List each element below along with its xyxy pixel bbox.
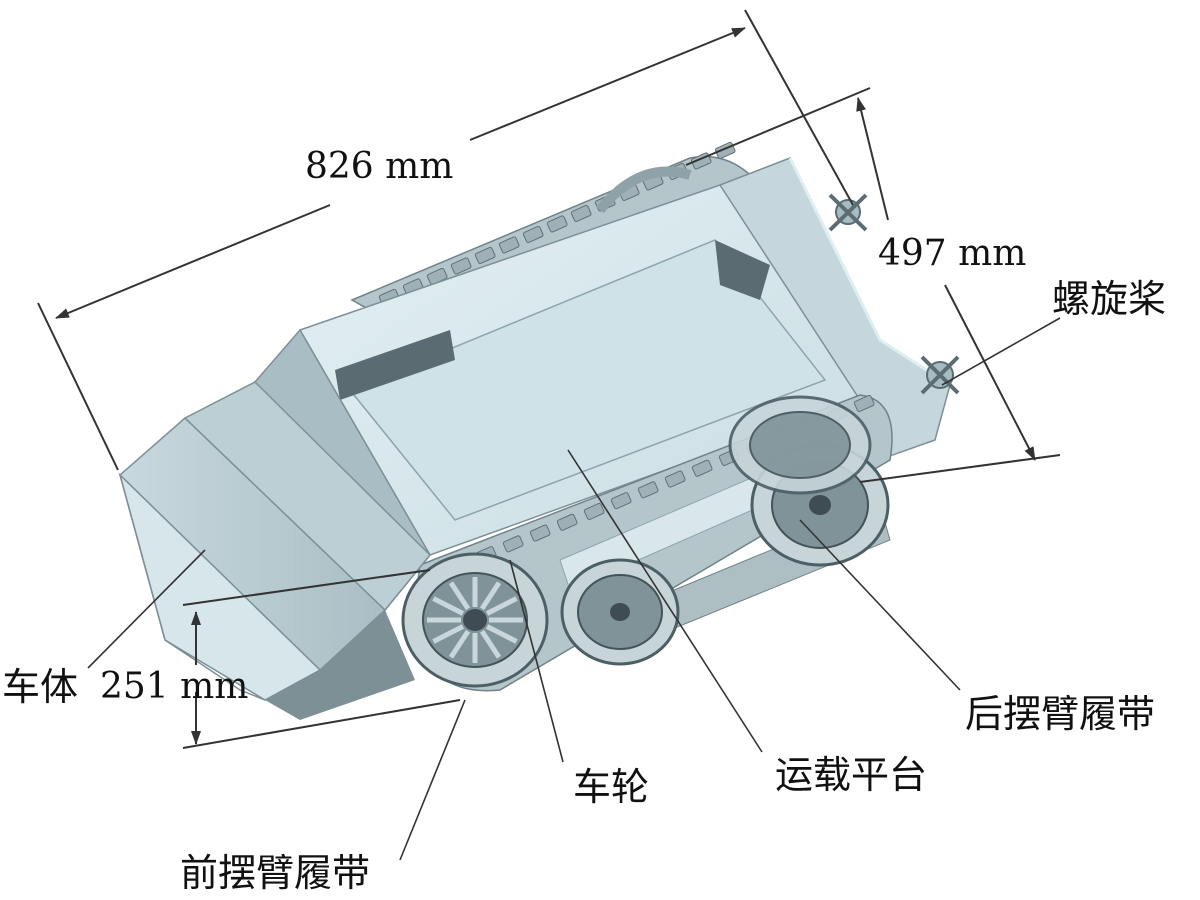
body-block bbox=[118, 328, 432, 720]
dimension-width: 497 mm bbox=[685, 87, 1061, 483]
platform bbox=[348, 239, 827, 521]
height-label: 251 mm bbox=[100, 666, 248, 707]
body-label: 车体 bbox=[2, 665, 78, 709]
rear-track-label: 后摆臂履带 bbox=[965, 692, 1155, 736]
dimension-length: 826 mm bbox=[37, 9, 854, 471]
length-label: 826 mm bbox=[305, 146, 453, 187]
width-label: 497 mm bbox=[878, 233, 1026, 274]
wheel-rear-upper bbox=[728, 395, 872, 495]
wheel-front bbox=[401, 552, 549, 688]
wheel-middle bbox=[560, 558, 680, 666]
leader-lines bbox=[87, 317, 1061, 861]
wheels bbox=[401, 395, 890, 688]
wheel-label: 车轮 bbox=[573, 765, 649, 809]
propeller bbox=[828, 193, 960, 395]
propeller-label: 螺旋桨 bbox=[1052, 277, 1166, 321]
platform-label: 运载平台 bbox=[775, 753, 927, 797]
robot-model bbox=[118, 141, 960, 720]
dimension-height: 251 mm bbox=[100, 569, 461, 749]
front-track-label: 前摆臂履带 bbox=[180, 851, 370, 895]
